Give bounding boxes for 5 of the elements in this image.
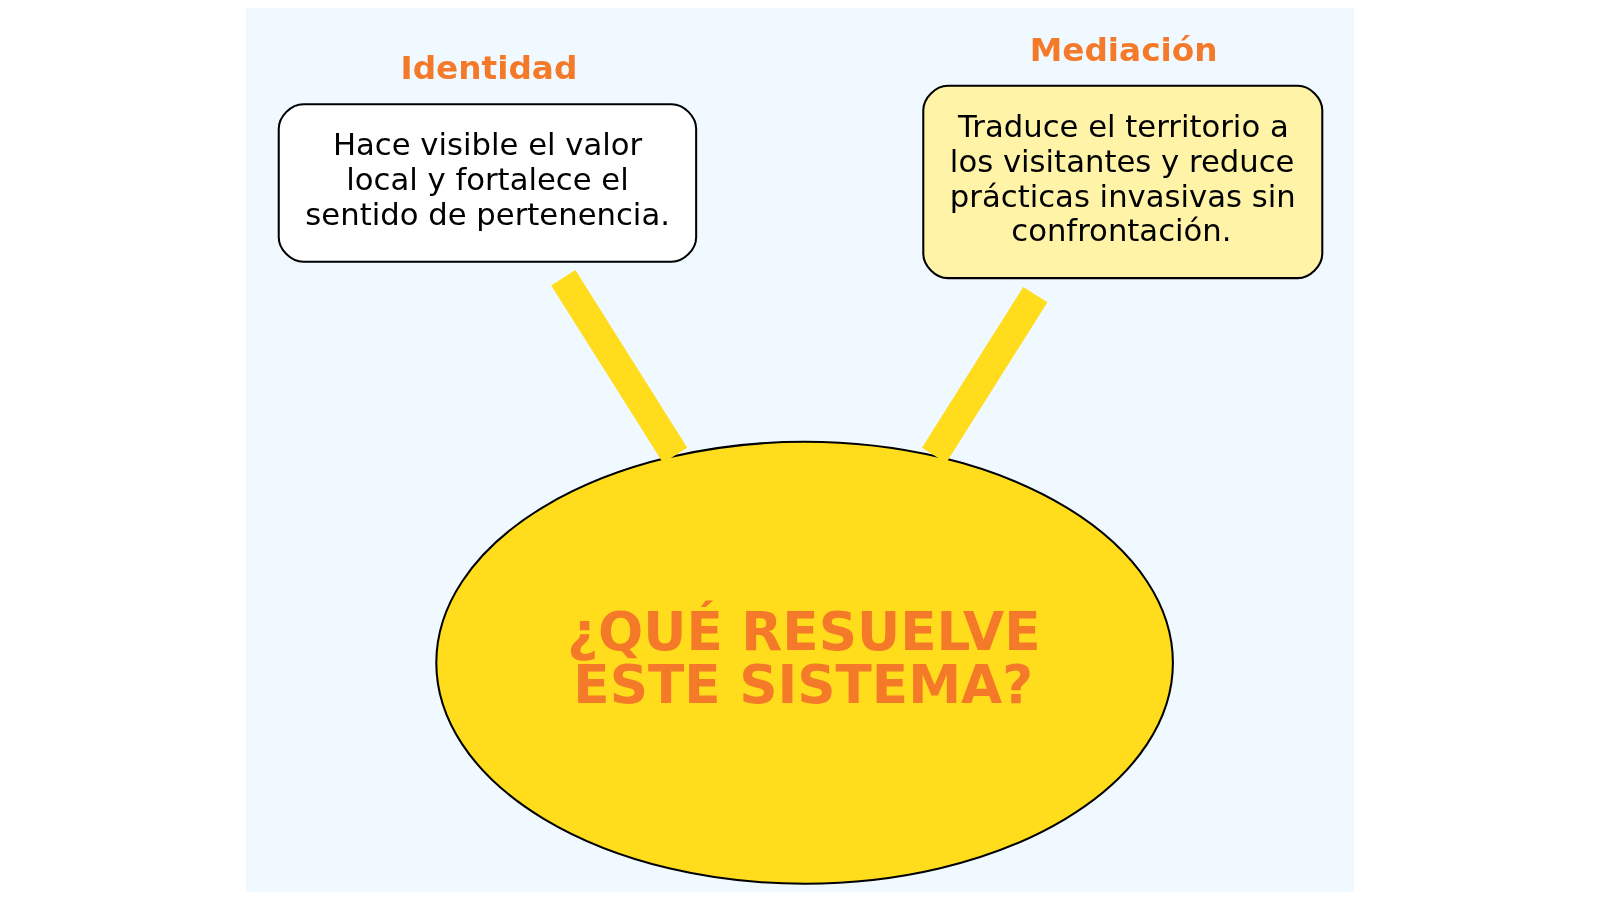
connector (551, 270, 688, 463)
node-label: Identidad (400, 49, 578, 88)
node-ellipse: ¿QUÉ RESUELVE ESTE SISTEMA? (435, 440, 1174, 885)
node-label: Mediación (1029, 30, 1218, 69)
connector (921, 286, 1048, 463)
